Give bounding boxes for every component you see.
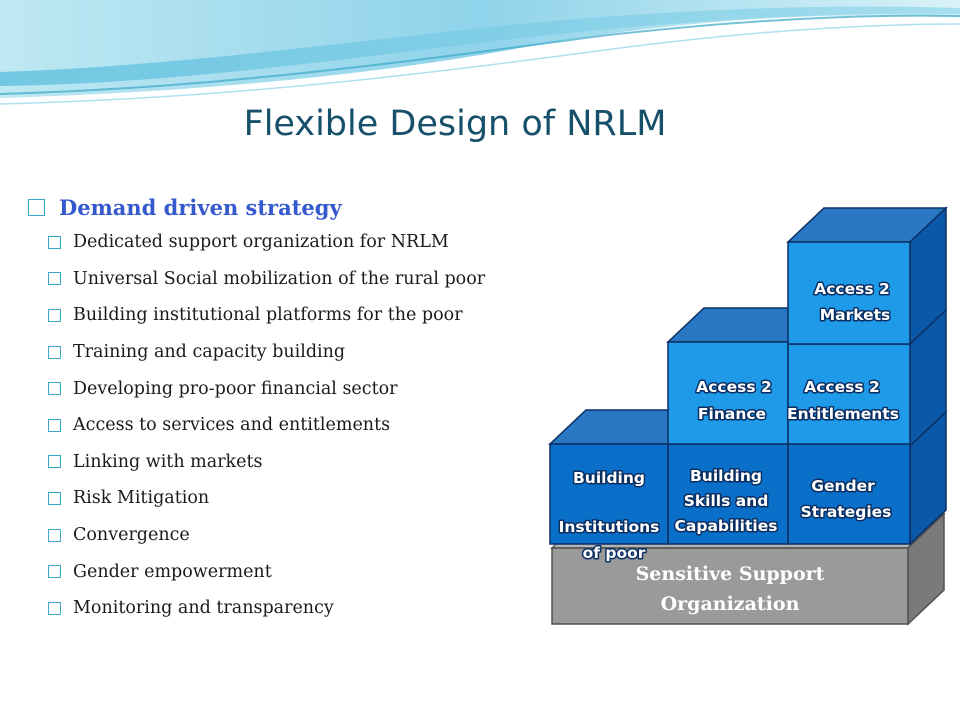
block-label: Institutions	[559, 518, 660, 536]
base-label-line1: Sensitive Support	[636, 563, 825, 585]
block-label: Markets	[820, 306, 891, 324]
list-item: Gender empowerment	[28, 553, 628, 590]
block-front	[787, 343, 911, 445]
list-item-text: Universal Social mobilization of the rur…	[73, 268, 486, 289]
list-item: Access to services and entitlements	[28, 407, 628, 444]
list-item-text: Training and capacity building	[73, 342, 346, 363]
bullet-box-icon	[48, 528, 61, 542]
bullet-box-icon	[28, 198, 45, 216]
bullet-box-icon	[48, 418, 61, 432]
block-label: Finance	[698, 405, 766, 423]
header-wave-decoration	[0, 0, 960, 105]
list-item-text: Linking with markets	[73, 451, 263, 472]
block-label: Gender	[811, 477, 875, 495]
block-label: Capabilities	[675, 517, 778, 535]
list-item-text: Gender empowerment	[73, 561, 272, 582]
bullet-box-icon	[48, 308, 61, 322]
block-label: Skills and	[684, 492, 769, 510]
block-label: Building	[690, 467, 762, 485]
list-item: Building institutional platforms for the…	[28, 297, 628, 334]
list-item-text: Risk Mitigation	[73, 488, 210, 509]
block-label: Access 2	[804, 378, 880, 396]
block-label: Access 2	[696, 378, 772, 396]
base-label-line2: Organization	[661, 593, 800, 615]
block-front	[787, 443, 911, 545]
list-item: Monitoring and transparency	[28, 590, 628, 627]
list-item-text: Monitoring and transparency	[73, 598, 334, 619]
block-label: Building	[573, 469, 645, 487]
bullet-box-icon	[48, 491, 61, 505]
list-item: Risk Mitigation	[28, 480, 628, 517]
list-item-text: Building institutional platforms for the…	[73, 305, 463, 326]
bullet-box-icon	[48, 345, 61, 359]
bullet-heading: Demand driven strategy	[28, 190, 628, 224]
list-item-text: Access to services and entitlements	[73, 415, 391, 436]
bullet-box-icon	[48, 565, 61, 579]
bullet-list: Demand driven strategy Dedicated support…	[28, 190, 628, 627]
bullet-box-icon	[48, 235, 61, 249]
block-label: Entitlements	[787, 405, 899, 423]
block-label: Access 2	[814, 280, 890, 298]
block-front	[667, 341, 789, 445]
list-item-text: Convergence	[73, 525, 190, 546]
heading-text: Demand driven strategy	[59, 194, 342, 220]
block-label: of poor	[583, 544, 646, 562]
bullet-box-icon	[48, 601, 61, 615]
bullet-box-icon	[48, 272, 61, 286]
list-item: Training and capacity building	[28, 334, 628, 371]
bullet-box-icon	[48, 455, 61, 469]
block-front	[549, 443, 669, 545]
list-item: Developing pro-poor financial sector	[28, 370, 628, 407]
block-front	[667, 443, 789, 545]
block-label: Strategies	[801, 503, 892, 521]
list-item: Universal Social mobilization of the rur…	[28, 261, 628, 298]
list-item: Dedicated support organization for NRLM	[28, 224, 628, 261]
list-item: Convergence	[28, 517, 628, 554]
slide-title: Flexible Design of NRLM	[243, 104, 667, 144]
list-item-text: Dedicated support organization for NRLM	[73, 232, 449, 253]
list-item-text: Developing pro-poor financial sector	[73, 378, 398, 399]
list-item: Linking with markets	[28, 444, 628, 481]
block-front	[787, 241, 911, 345]
bullet-box-icon	[48, 382, 61, 396]
